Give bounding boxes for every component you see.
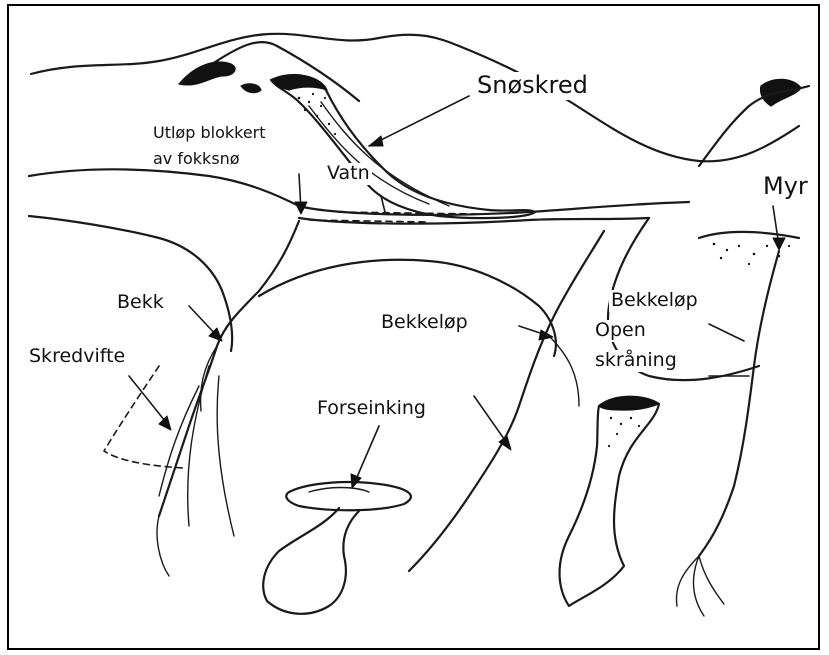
right-peak [699, 86, 809, 166]
label-forseinking: Forseinking [315, 398, 428, 420]
label-skraning: skråning [593, 350, 679, 372]
label-utlop-line2: av fokksnø [151, 150, 242, 168]
bog-outline [699, 232, 799, 238]
depression-outflow [263, 508, 359, 614]
arrow-myr [773, 206, 785, 250]
left-stream [159, 221, 299, 516]
debris-fan-line-2 [217, 376, 234, 536]
figure-frame: Snøskred Utløp blokkert av fokksnø Vatn … [7, 4, 820, 650]
avalanche-release-zone [273, 75, 327, 90]
arrow-bekkelop-right [709, 324, 744, 341]
central-stream [409, 231, 604, 571]
arrow-bekk [189, 306, 222, 341]
label-bekkelop-centre: Bekkeløp [379, 312, 470, 334]
avalanche-flow-line-2 [321, 102, 449, 206]
right-stream-fan [676, 556, 724, 616]
label-myr: Myr [761, 173, 810, 201]
rock-patch-left [179, 62, 235, 85]
left-slope [29, 216, 232, 351]
central-stream-side [549, 336, 579, 406]
label-utlop-line1: Utløp blokkert [151, 124, 268, 142]
rock-patch-small [241, 84, 261, 93]
debris-fan-line-1 [188, 366, 209, 526]
label-skredvifte: Skredvifte [27, 346, 127, 368]
open-slope-outline [560, 397, 659, 606]
label-open: Open [593, 320, 648, 342]
label-bekk: Bekk [115, 292, 166, 314]
depression-outline [286, 482, 411, 510]
label-bekkelop-right: Bekkeløp [609, 290, 700, 312]
debris-fan-line-3 [159, 386, 199, 496]
lower-left-stream [157, 516, 169, 576]
arrow-snoskred [369, 96, 469, 146]
mountain-ridge [31, 34, 799, 162]
label-vatn: Vatn [325, 163, 372, 185]
right-stream [699, 251, 779, 556]
depression-inner [309, 488, 369, 493]
label-snoskred: Snøskred [475, 72, 590, 100]
central-hill-top [259, 260, 556, 356]
